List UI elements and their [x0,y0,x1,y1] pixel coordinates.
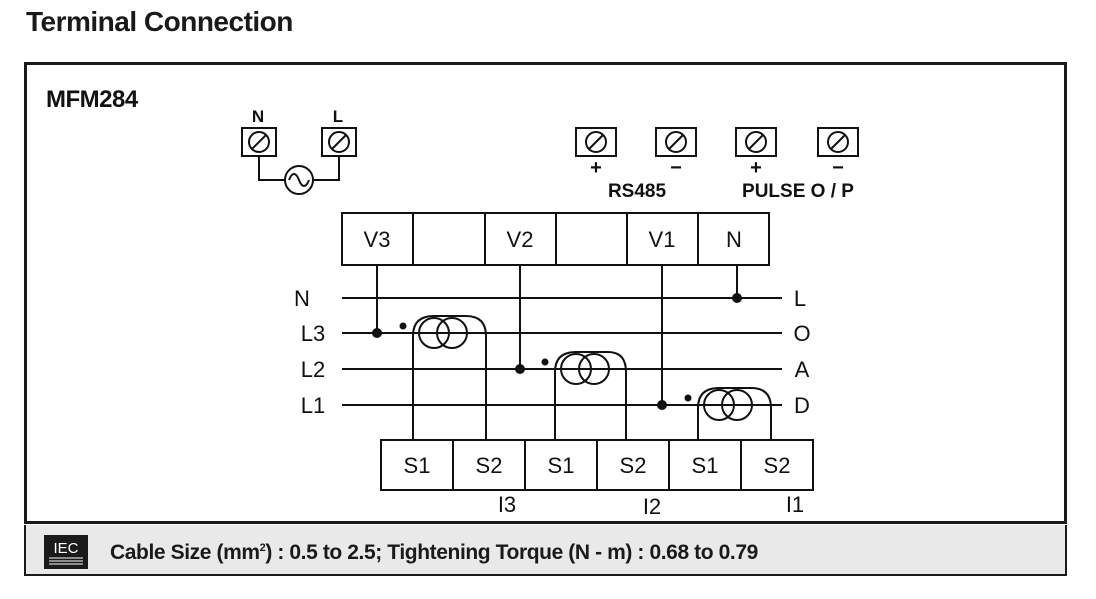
footer-bar [24,525,1067,576]
rs485-label: RS485 [608,181,667,202]
terminal-n: N [726,227,742,252]
cable-spec-text: Cable Size (mm2) : 0.5 to 2.5; Tightenin… [110,541,758,565]
voltage-terminal-strip: V3 V2 V1 N [341,212,770,266]
rs485-plus-screw-icon [575,127,617,157]
cable-spec-superscript: 2 [259,542,266,554]
terminal-i2-s1: S1 [548,453,575,478]
terminal-i1-s1: S1 [692,453,719,478]
load-label-d: D [794,393,810,418]
voltage-taps [372,265,742,410]
current-terminal-strip: S1 S2 S1 S2 S1 S2 I3 I2 I1 [380,439,814,519]
pulse-plus-label: + [750,157,762,179]
aux-supply: N L [241,107,357,195]
aux-l-screw-icon [321,127,357,157]
terminal-v3: V3 [364,227,391,252]
terminal-i3-s2: S2 [476,453,503,478]
ct-l2-icon [541,351,627,440]
ct-l1-icon [684,387,772,440]
terminal-v2: V2 [507,227,534,252]
pulse-minus-label: − [832,157,844,179]
terminal-i3-s1: S1 [404,453,431,478]
cable-spec-prefix: Cable Size (mm [110,541,260,564]
group-label-i2: I2 [643,494,661,519]
line-label-l1: L1 [301,393,325,418]
aux-l-label: L [333,107,343,126]
terminal-i1-s2: S2 [764,453,791,478]
rs485-minus-screw-icon [655,127,697,157]
comm-terminals: + − + − RS485 PULSE O / P [575,127,859,202]
aux-n-label: N [252,107,264,126]
group-label-i3: I3 [498,492,516,517]
load-label-o: O [793,321,810,346]
iec-logo-icon: IEC [44,535,88,569]
ac-source-icon [284,165,314,195]
aux-n-screw-icon [241,127,277,157]
pulse-output-label: PULSE O / P [742,181,854,202]
diagram-panel [24,62,1067,524]
line-label-l3: L3 [301,321,325,346]
load-label-l: L [794,286,806,311]
terminal-v1: V1 [649,227,676,252]
line-label-n: N [294,286,310,311]
pulse-plus-screw-icon [735,127,777,157]
rs485-minus-label: − [670,157,682,179]
pulse-minus-screw-icon [817,127,859,157]
ct-l3-icon [399,315,487,440]
terminal-i2-s2: S2 [620,453,647,478]
load-label-a: A [795,357,810,382]
rs485-plus-label: + [590,157,602,179]
iec-logo-text: IEC [53,540,78,557]
page-title: Terminal Connection [26,6,293,37]
model-label: MFM284 [46,86,138,113]
line-label-l2: L2 [301,357,325,382]
group-label-i1: I1 [786,492,804,517]
cable-spec-suffix: ) : 0.5 to 2.5; Tightening Torque (N - m… [265,541,758,564]
